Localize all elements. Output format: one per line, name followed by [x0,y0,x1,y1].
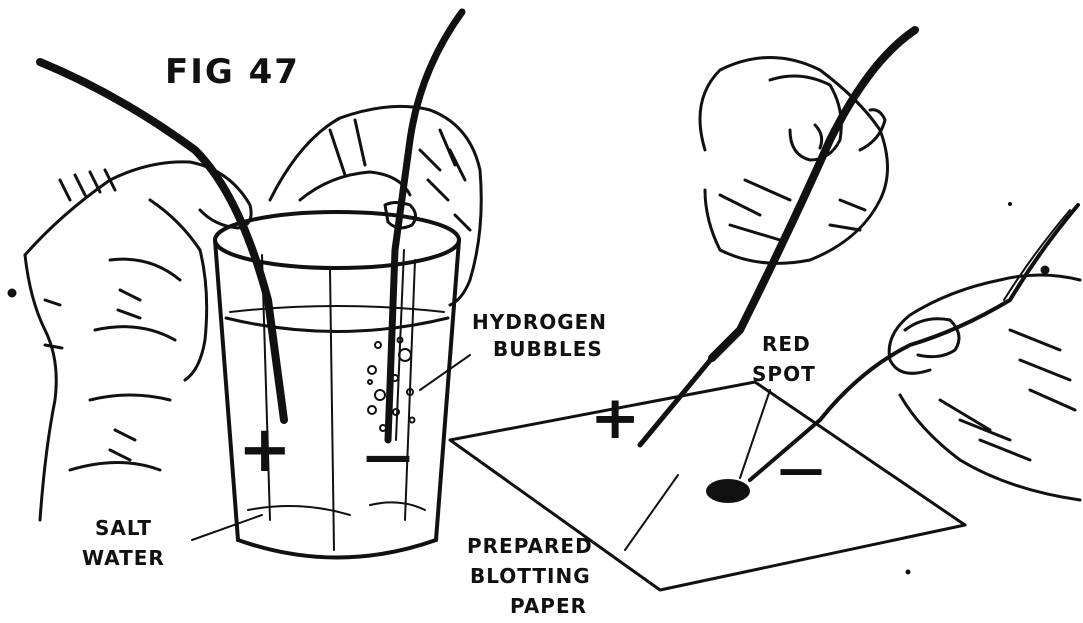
glass-negative-sign: — [364,432,412,480]
red-spot [706,479,750,503]
blotting-paper-label-line3: PAPER [510,596,587,616]
blotting-paper-label-line2: BLOTTING [470,566,591,586]
right-hand-glass [270,106,481,305]
stray-dot [906,570,911,575]
glass [215,212,459,558]
lower-hand [889,267,1080,500]
blotting-paper-label-line1: PREPARED [467,536,593,556]
hydrogen-label-line2: BUBBLES [493,339,603,359]
glass-positive-sign: + [238,418,292,482]
blotting-paper-leader-line [625,475,678,550]
glass-positive-wire [40,62,284,420]
stray-dot [1008,202,1012,206]
red-spot-label-line1: RED [762,334,811,354]
salt-water-label-line2: WATER [82,548,165,568]
paper-negative-sign: — [778,446,824,492]
red-spot-label-line2: SPOT [752,364,816,384]
figure-title: FIG 47 [165,55,300,89]
salt-water-label-line1: SALT [95,518,152,538]
hydrogen-leader-line [420,355,470,390]
blotting-paper [450,382,965,590]
hydrogen-label-line1: HYDROGEN [472,312,607,332]
left-hand [9,162,251,520]
paper-positive-sign: + [590,388,640,448]
glass-negative-wire [388,12,462,440]
salt-water-leader-line [192,515,262,540]
